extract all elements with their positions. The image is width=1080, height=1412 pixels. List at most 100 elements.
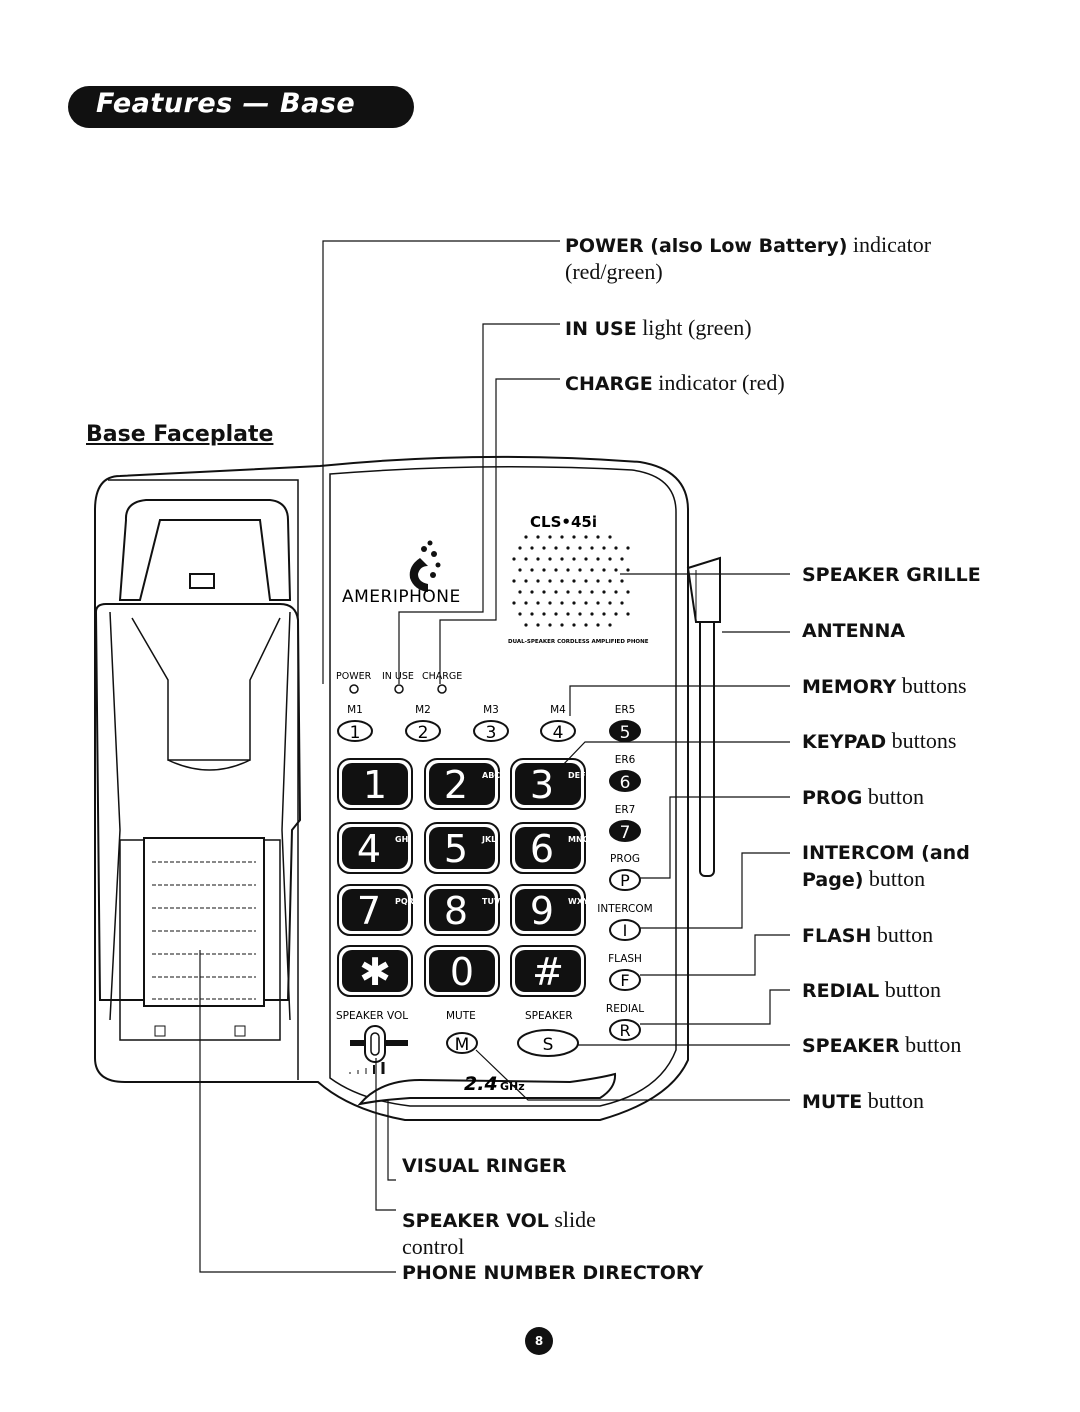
memory-button-3[interactable]: M33 bbox=[473, 704, 509, 743]
callout-speaker-rest: button bbox=[899, 1032, 962, 1057]
charge-indicator bbox=[437, 684, 447, 694]
mute-button[interactable]: M bbox=[446, 1032, 478, 1055]
keypad-key-face bbox=[429, 889, 495, 931]
keypad-key-10[interactable]: ✱ bbox=[337, 945, 413, 997]
callout-memory-rest: buttons bbox=[896, 673, 967, 698]
memory-label: M3 bbox=[483, 704, 499, 716]
keypad-letters: ABC bbox=[482, 771, 500, 780]
callout-speaker-vol-line2: control bbox=[402, 1234, 465, 1259]
keypad-key-6[interactable]: 6 MNO bbox=[510, 822, 590, 874]
handset bbox=[94, 499, 302, 1041]
callout-flash-bold: FLASH bbox=[802, 925, 872, 947]
keypad-key-face bbox=[429, 950, 495, 992]
memory-button-1[interactable]: M11 bbox=[337, 704, 373, 743]
grille-dot bbox=[602, 590, 606, 594]
keypad-digit: 6 bbox=[530, 827, 554, 871]
grille-dot bbox=[560, 601, 564, 605]
grille-dot bbox=[590, 546, 594, 550]
keypad-digit: 5 bbox=[444, 827, 468, 871]
ameriphone-logo: AMERIPHONE bbox=[342, 540, 460, 607]
phone-number-directory bbox=[143, 837, 265, 1037]
callout-in-use-rest: light (green) bbox=[636, 315, 752, 340]
page-number: 8 bbox=[525, 1327, 553, 1355]
side-button-letter: F bbox=[620, 971, 629, 990]
callout-speaker-vol-bold: SPEAKER VOL bbox=[402, 1210, 549, 1232]
memory-button-2[interactable]: M22 bbox=[405, 704, 441, 743]
memory-label: M4 bbox=[550, 704, 566, 716]
grille-dot bbox=[602, 546, 606, 550]
grille-dot bbox=[602, 568, 606, 572]
keypad-key-face bbox=[429, 763, 495, 805]
callout-visual-ringer-bold: VISUAL RINGER bbox=[402, 1155, 567, 1177]
callout-prog: PROG button bbox=[802, 784, 924, 811]
keypad-letters: TUV bbox=[482, 897, 501, 906]
memory-button-shape bbox=[540, 720, 576, 742]
in-use-indicator bbox=[394, 684, 404, 694]
indicator-label-power: POWER bbox=[336, 671, 372, 682]
grille-dot bbox=[536, 579, 540, 583]
speaker-vol-slider[interactable] bbox=[349, 1025, 408, 1074]
grille-dot bbox=[584, 623, 588, 627]
memory-digit: 1 bbox=[350, 723, 361, 743]
grille-dot bbox=[542, 546, 546, 550]
callout-power-rest: indicator bbox=[847, 232, 932, 257]
speaker-label: SPEAKER bbox=[525, 1010, 573, 1022]
grille-dot bbox=[566, 612, 570, 616]
side-button-letter: P bbox=[620, 871, 630, 890]
keypad-key-face bbox=[429, 827, 495, 869]
visual-ringer bbox=[357, 1072, 617, 1106]
grille-dot bbox=[602, 612, 606, 616]
power-indicator bbox=[349, 684, 359, 694]
grille-dot bbox=[560, 557, 564, 561]
grille-dot bbox=[524, 623, 528, 627]
callout-phone-directory-bold: PHONE NUMBER DIRECTORY bbox=[402, 1262, 704, 1284]
grille-dot bbox=[626, 612, 630, 616]
memory-button-shape bbox=[337, 720, 373, 742]
side-button-label: REDIAL bbox=[606, 1003, 644, 1015]
grille-dot bbox=[530, 590, 534, 594]
grille-dot bbox=[548, 601, 552, 605]
keypad-key-face bbox=[515, 889, 581, 931]
callout-in-use: IN USE light (green) bbox=[565, 315, 752, 342]
figure-title: Base Faceplate bbox=[86, 422, 274, 447]
keypad-key-face bbox=[342, 763, 408, 805]
callout-intercom-line2-bold: Page) bbox=[802, 869, 864, 891]
keypad-letters: MNO bbox=[568, 835, 590, 844]
grille-dot bbox=[608, 535, 612, 539]
callout-memory-bold: MEMORY bbox=[802, 676, 897, 698]
er-button-shape bbox=[609, 720, 641, 742]
grille-dot bbox=[572, 557, 576, 561]
memory-button-4[interactable]: M44 bbox=[540, 704, 576, 743]
grille-dot bbox=[590, 568, 594, 572]
grille-dot bbox=[578, 546, 582, 550]
grille-dot bbox=[584, 557, 588, 561]
grille-dot bbox=[590, 612, 594, 616]
speaker-button[interactable]: S bbox=[517, 1029, 579, 1057]
grille-dot bbox=[566, 568, 570, 572]
grille-dot bbox=[584, 535, 588, 539]
keypad-key-11[interactable]: 0 bbox=[424, 945, 500, 997]
keypad-key-12[interactable]: # bbox=[510, 945, 586, 997]
callout-antenna-bold: ANTENNA bbox=[802, 620, 906, 642]
grille-dot bbox=[626, 590, 630, 594]
grille-dot bbox=[614, 568, 618, 572]
indicator-row: POWER IN USE CHARGE bbox=[336, 671, 462, 694]
grille-dot bbox=[560, 535, 564, 539]
frequency-number: 2.4 bbox=[464, 1073, 498, 1095]
keypad-key-1[interactable]: 1 bbox=[337, 758, 413, 810]
